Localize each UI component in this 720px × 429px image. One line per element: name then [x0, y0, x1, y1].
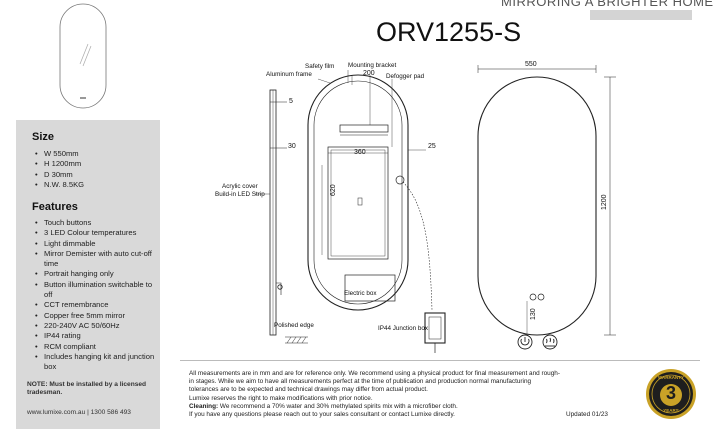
- dim-130: 130: [530, 308, 537, 320]
- label-polished-edge: Polished edge: [274, 322, 314, 329]
- cleaning-label: Cleaning:: [189, 402, 219, 410]
- power-icon: [517, 334, 533, 350]
- feature-item: Includes hanging kit and junction box: [31, 352, 155, 373]
- badge-top-text: WARRANTY: [658, 375, 684, 380]
- model-title: ORV1255-S: [376, 17, 522, 47]
- warranty-seal-icon: [646, 369, 696, 419]
- label-mounting-bracket: Mounting bracket: [348, 62, 397, 69]
- install-note: NOTE: Must be installed by a licensed tr…: [27, 381, 147, 396]
- label-junction-box: IP44 Junction box: [378, 325, 429, 332]
- label-defogger-pad: Defogger pad: [386, 73, 425, 80]
- size-item: W 550mm: [31, 149, 159, 160]
- label-acrylic-cover: Acrylic cover: [222, 183, 258, 190]
- feature-item: IP44 rating: [31, 331, 155, 342]
- label-electric-box: Electric box: [344, 290, 377, 297]
- cleaning-text: We recommend a 70% water and 30% methyla…: [218, 402, 458, 410]
- features-list: Touch buttons 3 LED Colour temperatures …: [31, 218, 155, 372]
- front-view-mirror: [477, 76, 597, 336]
- cleaning-line: Cleaning: We recommend a 70% water and 3…: [189, 403, 629, 411]
- label-led-strip: Build-in LED Strip: [215, 191, 265, 198]
- demister-icon: [542, 334, 558, 350]
- size-list: W 550mm H 1200mm D 30mm N.W. 8.5KG: [31, 149, 159, 190]
- feature-item: CCT remembrance: [31, 300, 155, 311]
- dim-620: 620: [330, 184, 337, 196]
- tagline-bar: [590, 10, 692, 20]
- dim-25: 25: [428, 143, 436, 150]
- electric-box: [344, 274, 396, 302]
- disclaimer-line: tolerances are to be expected and techni…: [189, 386, 428, 394]
- size-item: D 30mm: [31, 170, 159, 181]
- defogger-pad: [327, 146, 389, 260]
- technical-drawing: [255, 65, 616, 353]
- disclaimer-line: If you have any questions please reach o…: [189, 411, 455, 419]
- brand-tagline: MIRRORING A BRIGHTER HOME: [501, 0, 714, 9]
- disclaimer-divider: [180, 360, 700, 361]
- feature-item: 3 LED Colour temperatures: [31, 228, 155, 239]
- dim-200: 200: [363, 70, 375, 77]
- updated-date: Updated 01/23: [566, 411, 608, 418]
- size-heading: Size: [32, 131, 55, 143]
- feature-item: Mirror Demister with auto cut-off time: [31, 249, 155, 270]
- dim-30: 30: [288, 143, 296, 150]
- warranty-badge: WARRANTY 3 YEARS: [645, 368, 697, 420]
- label-aluminum-frame: Aluminum frame: [266, 71, 312, 78]
- disclaimer-line: Lumixe reserves the right to make modifi…: [189, 394, 373, 402]
- size-item: N.W. 8.5KG: [31, 180, 159, 191]
- feature-item: Light dimmable: [31, 239, 155, 250]
- feature-item: Touch buttons: [31, 218, 155, 229]
- feature-item: Button illumination switchable to off: [31, 280, 155, 301]
- size-item: H 1200mm: [31, 159, 159, 170]
- back-view-frame: [307, 74, 409, 311]
- badge-bottom-text: YEARS: [663, 408, 679, 413]
- contact-info: www.lumixe.com.au | 1300 586 493: [27, 409, 131, 416]
- feature-item: RCM compliant: [31, 342, 155, 353]
- feature-item: 220-240V AC 50/60Hz: [31, 321, 155, 332]
- dim-5: 5: [289, 98, 293, 105]
- dim-550: 550: [525, 61, 537, 68]
- feature-item: Portrait hanging only: [31, 269, 155, 280]
- badge-number: 3: [665, 383, 676, 403]
- feature-item: Copper free 5mm mirror: [31, 311, 155, 322]
- mounting-bracket: [339, 124, 389, 133]
- disclaimer-line: in stages. While we aim to have all meas…: [189, 378, 532, 386]
- features-heading: Features: [32, 201, 78, 213]
- dim-1200: 1200: [601, 194, 608, 210]
- dim-360: 360: [354, 149, 366, 156]
- disclaimer-line: All measurements are in mm and are for r…: [189, 370, 560, 377]
- mirror-thumbnail: [59, 3, 107, 109]
- disclaimer-text: All measurements are in mm and are for r…: [189, 370, 629, 419]
- label-safety-film: Safety film: [305, 63, 335, 70]
